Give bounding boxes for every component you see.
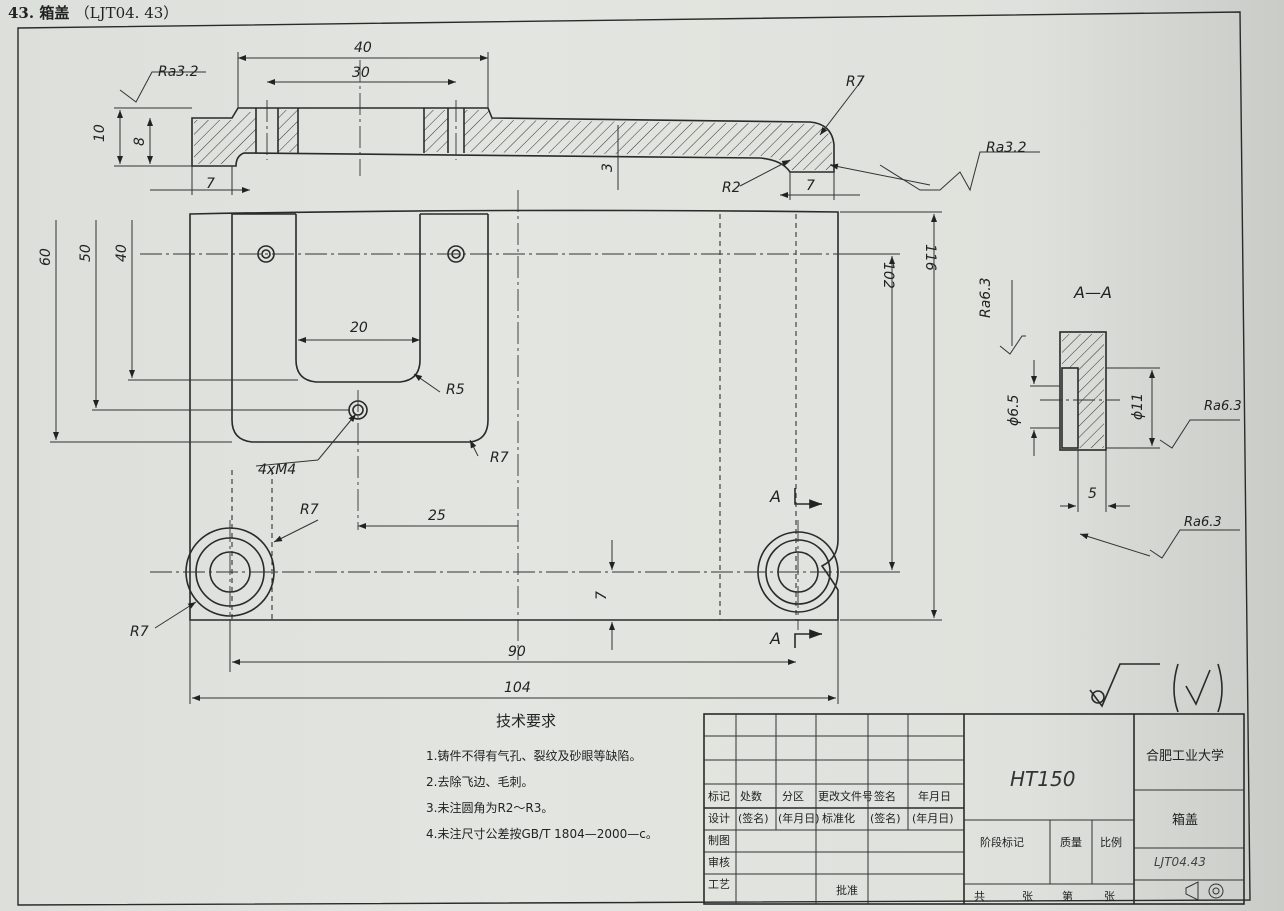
section-a-a — [999, 280, 1240, 559]
dim-102: 102 — [880, 262, 896, 289]
requirements-title: 技术要求 — [496, 712, 556, 730]
dim-60: 60 — [38, 248, 54, 266]
roughness-ra32-top: Ra3.2 — [158, 64, 199, 80]
general-roughness-symbol — [1089, 663, 1223, 713]
dim-3: 3 — [600, 163, 616, 172]
tb-design: 设计 — [708, 812, 730, 825]
requirement-3: 3.未注圆角为R2～R3。 — [426, 800, 553, 815]
roughness-ra32-right: Ra3.2 — [986, 140, 1027, 156]
dim-30: 30 — [352, 65, 370, 81]
tb-date-1: (年月日) — [778, 811, 820, 825]
dim-10: 10 — [92, 124, 108, 142]
radius-r7-inner: R7 — [490, 450, 509, 466]
sheet-border — [17, 11, 1251, 906]
top-section-view — [114, 52, 1040, 200]
tb-sheets-1: 张 — [1022, 890, 1033, 903]
exercise-code: （LJT04. 43） — [74, 4, 179, 22]
dim-25: 25 — [428, 508, 446, 524]
tb-mass: 质量 — [1060, 836, 1082, 849]
dim-116: 116 — [922, 244, 938, 271]
tb-header-date: 年月日 — [918, 789, 951, 803]
dim-104: 104 — [504, 680, 531, 696]
tb-drawn: 制图 — [708, 834, 730, 847]
tb-header-count: 处数 — [740, 790, 762, 803]
radius-r7-bottom: R7 — [130, 624, 149, 640]
part-name: 箱盖 — [1172, 812, 1198, 828]
material-label: HT150 — [1010, 767, 1075, 791]
dim-7-left: 7 — [206, 176, 215, 192]
radius-r7-top: R7 — [846, 74, 865, 90]
tb-header-zone: 分区 — [782, 790, 804, 803]
radius-r2: R2 — [722, 180, 741, 196]
projection-symbol-icon — [1185, 881, 1224, 901]
dim-40-vertical: 40 — [114, 244, 130, 262]
tb-process: 工艺 — [708, 878, 730, 891]
exercise-title: 箱盖 — [39, 4, 70, 22]
radius-r5: R5 — [446, 382, 465, 398]
requirement-4: 4.未注尺寸公差按GB/T 1804—2000—c。 — [426, 826, 658, 841]
roughness-ra63-bottom: Ra6.3 — [1184, 515, 1222, 530]
section-mark-a-top: A — [769, 487, 781, 506]
dim-7-right: 7 — [806, 178, 815, 194]
tb-sheets-2: 张 — [1104, 890, 1115, 903]
drawing-code: LJT04.43 — [1154, 855, 1206, 869]
dim-phi65: ϕ6.5 — [1006, 394, 1022, 426]
section-title-a-a: A—A — [1073, 283, 1112, 302]
tb-scale: 比例 — [1100, 835, 1122, 849]
dim-7-bottom: 7 — [594, 591, 610, 600]
dim-40: 40 — [354, 40, 372, 56]
dim-20: 20 — [350, 320, 368, 336]
tb-header-sign: 签名 — [874, 789, 896, 803]
exercise-number: 43. — [8, 4, 35, 22]
radius-r7-lug: R7 — [300, 502, 319, 518]
dim-8: 8 — [132, 137, 148, 146]
requirement-1: 1.铸件不得有气孔、裂纹及砂眼等缺陷。 — [426, 748, 641, 763]
school-name: 合肥工业大学 — [1146, 748, 1224, 764]
dim-phi11: ϕ11 — [1130, 393, 1146, 420]
dim-50: 50 — [78, 244, 94, 262]
tb-date-2: (年月日) — [912, 811, 954, 825]
plan-view — [50, 190, 942, 704]
thread-4xm4: 4xM4 — [258, 462, 296, 478]
tb-header-mark: 标记 — [708, 789, 730, 803]
roughness-ra63-right: Ra6.3 — [1204, 399, 1242, 414]
exercise-header: 43. 箱盖 （LJT04. 43） — [8, 2, 178, 23]
tb-approved: 批准 — [836, 883, 858, 897]
dim-5: 5 — [1088, 486, 1097, 502]
tb-standardization: 标准化 — [822, 811, 855, 825]
roughness-ra63-left: Ra6.3 — [978, 277, 994, 318]
tb-sheet-no: 第 — [1062, 889, 1073, 903]
requirement-2: 2.去除飞边、毛刺。 — [426, 774, 533, 789]
tb-sign-2: (签名) — [870, 811, 901, 825]
tb-header-docno: 更改文件号 — [818, 789, 873, 803]
tb-total: 共 — [974, 890, 985, 903]
tb-checked: 审核 — [708, 855, 730, 869]
dim-90: 90 — [508, 644, 526, 660]
section-mark-a-bottom: A — [769, 629, 781, 648]
tb-stage-mark: 阶段标记 — [980, 835, 1024, 849]
title-block-grid — [703, 713, 1245, 905]
tb-sign-1: (签名) — [738, 811, 769, 825]
